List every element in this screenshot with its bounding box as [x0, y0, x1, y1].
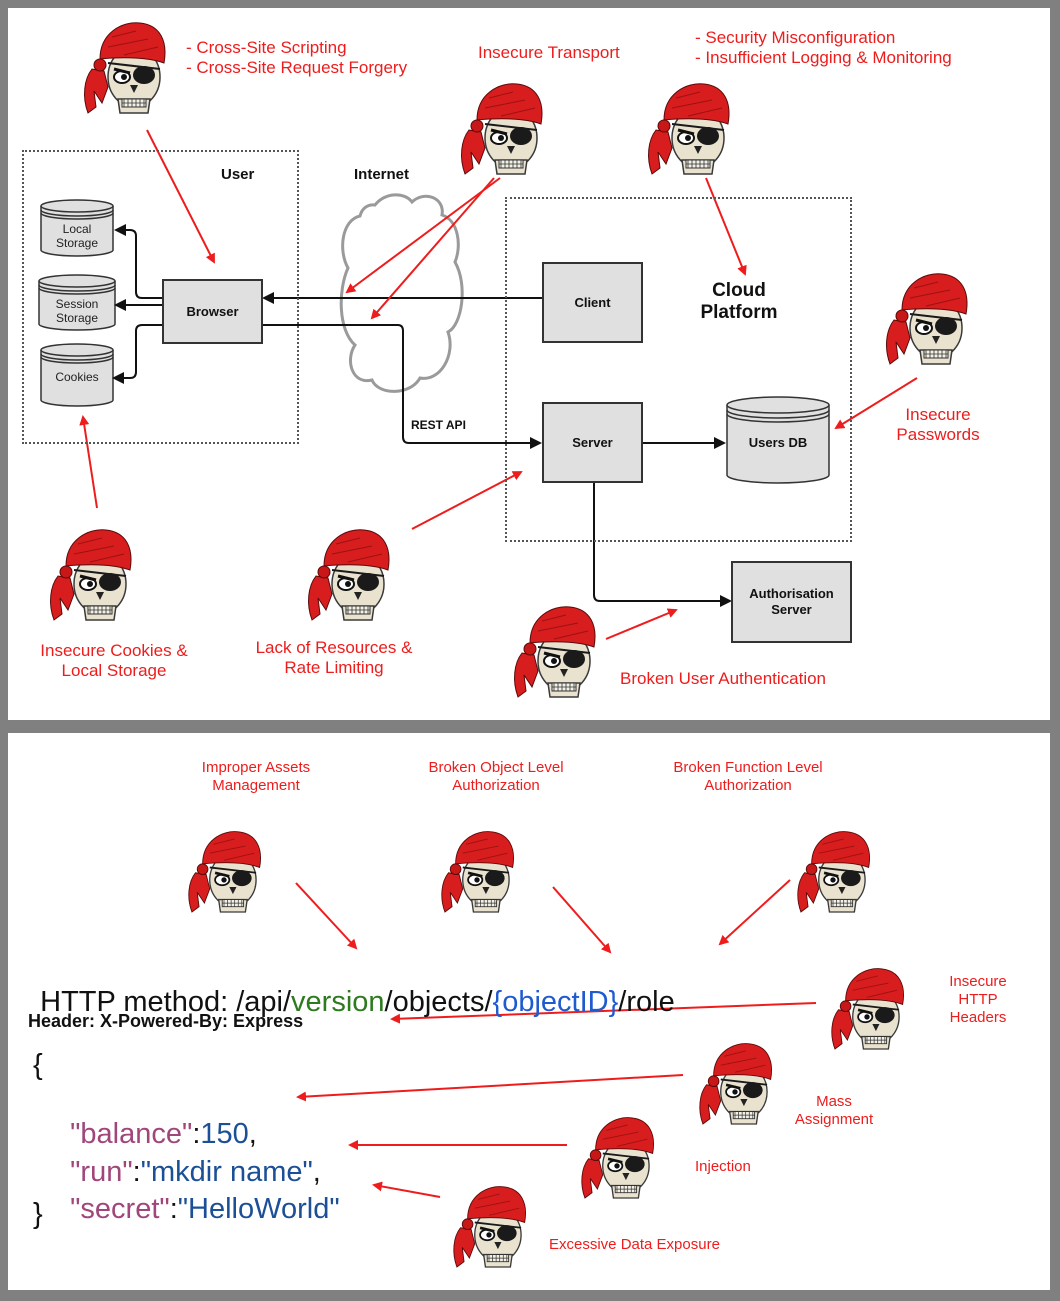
json-sep: :: [192, 1118, 201, 1150]
arrow-assets-to-version: [295, 882, 358, 950]
arrow-auth-to-authserver: [605, 608, 678, 640]
threat-injection-label: Injection: [695, 1158, 751, 1175]
browser-to-cookies-edge: [112, 324, 162, 384]
json-line-balance: "balance":150,: [54, 1085, 257, 1151]
pirate-skull-icon: [642, 78, 734, 178]
threat-insecure-headers-label: Insecure HTTP Headers: [949, 973, 1007, 1026]
users-db-label: Users DB: [748, 435, 808, 450]
arrow-bfla-to-role: [718, 879, 791, 946]
local-storage-cylinder: [40, 199, 114, 257]
json-line-run: "run":"mkdir name",: [54, 1123, 321, 1189]
json-value: "HelloWorld": [177, 1193, 340, 1225]
browser-to-local-storage-edge: [114, 224, 162, 299]
pirate-skull-icon: [880, 268, 972, 368]
arrow-xss-to-browser: [146, 129, 215, 264]
pirate-skull-icon: [436, 825, 518, 917]
threat-misconfig-logging-label: - Security Misconfiguration - Insufficie…: [695, 28, 952, 67]
threat-bfla-label: Broken Function Level Authorization: [673, 759, 823, 794]
json-key: "balance": [70, 1118, 193, 1150]
json-sep: :: [169, 1193, 178, 1225]
pirate-skull-icon: [792, 825, 874, 917]
json-close-brace: }: [33, 1198, 43, 1230]
threat-excessive-data-label: Excessive Data Exposure: [549, 1236, 720, 1253]
json-value: "mkdir name": [140, 1156, 313, 1188]
arrow-transport-to-cloud-1: [345, 177, 501, 294]
threat-insecure-transport-label: Insecure Transport: [478, 43, 620, 62]
cookies-cylinder: [40, 343, 114, 407]
threat-insecure-cookies-label: Insecure Cookies & Local Storage: [40, 641, 188, 680]
json-value: 150: [200, 1118, 249, 1150]
request-prefix: HTTP method: /api/: [40, 986, 292, 1018]
json-open-brace: {: [33, 1049, 43, 1081]
arrow-transport-to-cloud-2: [370, 177, 495, 320]
user-zone-label: User: [221, 166, 255, 183]
arrow-excessive-to-secret: [372, 1181, 441, 1198]
http-request-line: HTTP method: /api/version/objects/{objec…: [24, 953, 675, 1019]
pirate-skull-icon: [78, 17, 170, 117]
threat-broken-auth-label: Broken User Authentication: [620, 669, 827, 688]
pirate-skull-icon: [694, 1037, 776, 1129]
cloud-platform-zone: [505, 197, 852, 542]
server-node: Server: [542, 402, 643, 483]
cloud-platform-label: Cloud Platform: [700, 280, 778, 323]
pirate-skull-icon: [508, 601, 600, 701]
arrow-bola-to-objectid: [552, 886, 612, 954]
threat-insecure-passwords-label: Insecure Passwords: [896, 405, 980, 444]
json-end: ,: [312, 1156, 321, 1188]
request-version: version: [291, 986, 385, 1018]
authorisation-server-node: Authorisation Server: [731, 561, 852, 643]
browser-to-server-edge: [262, 324, 542, 449]
threat-bola-label: Broken Object Level Authorization: [428, 759, 564, 794]
json-end: ,: [248, 1118, 257, 1150]
request-objects: /objects/: [384, 986, 493, 1018]
threat-improper-assets-label: Improper Assets Management: [201, 759, 311, 794]
pirate-skull-icon: [183, 825, 265, 917]
response-header: Header: X-Powered-By: Express: [28, 1011, 304, 1031]
pirate-skull-icon: [576, 1111, 658, 1203]
threat-mass-assignment-label: Mass Assignment: [794, 1093, 874, 1128]
pirate-skull-icon: [302, 524, 394, 624]
server-to-auth-server-edge: [593, 482, 732, 607]
users-db-cylinder: [726, 396, 830, 484]
session-storage-cylinder: [38, 274, 116, 331]
arrow-ratelimit-to-server: [411, 471, 523, 530]
request-object-id: {objectID}: [492, 986, 619, 1018]
rest-api-label: REST API: [411, 418, 466, 432]
local-storage-label: Local Storage: [55, 222, 99, 250]
arrow-misconfig-to-cloud: [705, 177, 747, 276]
pirate-skull-icon: [455, 78, 547, 178]
pirate-skull-icon: [448, 1180, 530, 1272]
pirate-skull-icon: [44, 524, 136, 624]
internet-cloud-shape: [339, 193, 464, 393]
arrow-headers-to-header: [390, 1002, 817, 1024]
browser-node: Browser: [162, 279, 263, 344]
client-node: Client: [542, 262, 643, 343]
user-zone: [22, 150, 299, 444]
internet-label: Internet: [354, 166, 410, 183]
arrow-cookies-to-storage: [79, 415, 98, 509]
session-storage-label: Session Storage: [55, 297, 99, 325]
arrow-passwords-to-db: [834, 377, 918, 430]
arrow-mass-to-balance: [296, 1074, 684, 1102]
cookies-label: Cookies: [55, 370, 99, 384]
request-suffix: /role: [618, 986, 675, 1018]
pirate-skull-icon: [826, 962, 908, 1054]
json-key: "run": [70, 1156, 133, 1188]
json-line-secret: "secret":"HelloWorld": [54, 1160, 340, 1226]
json-sep: :: [132, 1156, 141, 1188]
threat-xss-csrf-label: - Cross-Site Scripting - Cross-Site Requ…: [186, 38, 408, 77]
json-key: "secret": [70, 1193, 170, 1225]
threat-rate-limiting-label: Lack of Resources & Rate Limiting: [255, 638, 413, 677]
